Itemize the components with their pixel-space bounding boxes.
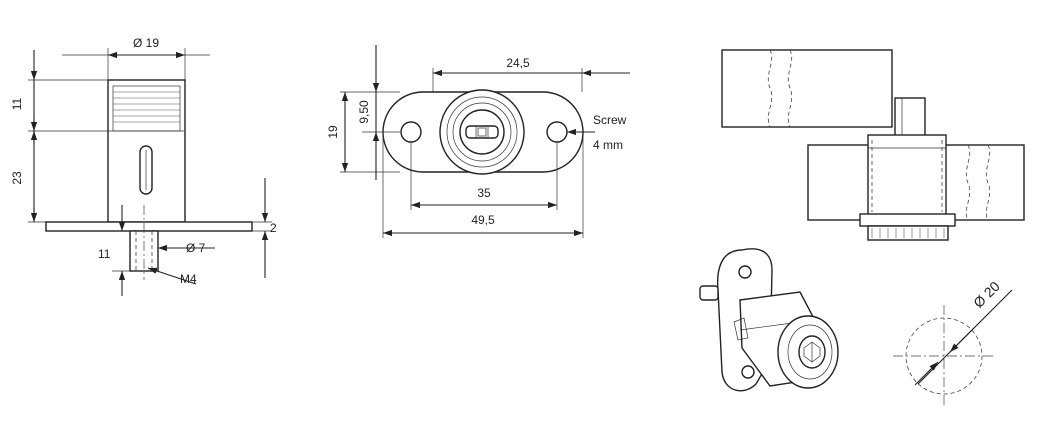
hole-spacing-label: 35	[477, 186, 491, 200]
hole-view: Ø 20	[893, 278, 1013, 407]
key-slot	[465, 125, 499, 139]
mounting-plate	[45, 221, 253, 232]
screw-hole-right	[546, 121, 568, 143]
isometric-view	[699, 248, 839, 392]
cylinder-head	[859, 213, 956, 227]
pin-diameter-label: Ø 7	[186, 241, 206, 255]
front-view: 24,5 19 9,50 35 49,5 Screw 4 mm	[326, 45, 630, 238]
half-height-label: 9,50	[357, 100, 371, 124]
screw-size-label: 4 mm	[593, 138, 623, 152]
screw-label: Screw	[593, 113, 627, 127]
key-width-label: 24,5	[506, 56, 530, 70]
installed-cylinder	[867, 134, 947, 216]
height-label: 19	[326, 125, 340, 139]
hole-diameter-label: Ø 20	[970, 278, 1003, 311]
side-view: Ø 19 11 23 2	[10, 36, 277, 296]
thread-label: M4	[180, 272, 197, 286]
iso-pin	[699, 285, 719, 301]
plunger-pin	[894, 97, 926, 141]
screw-hole-left	[400, 121, 422, 143]
height-bottom-label: 23	[10, 171, 24, 185]
height-top-label: 11	[10, 97, 24, 110]
plate-thickness-label: 2	[270, 221, 277, 235]
pin-length-label: 11	[98, 247, 111, 261]
upper-board	[721, 49, 893, 128]
installation-view	[721, 49, 1025, 241]
total-width-label: 49,5	[471, 213, 495, 227]
diameter-label: Ø 19	[133, 36, 159, 50]
